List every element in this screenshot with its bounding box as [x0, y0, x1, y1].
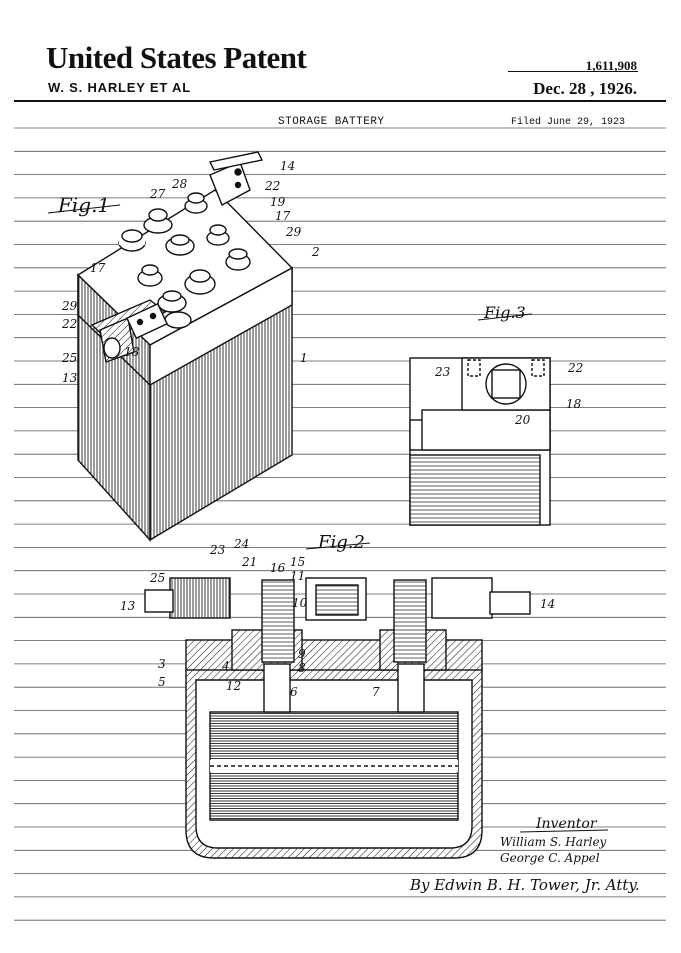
patent-title: United States Patent — [46, 40, 307, 75]
number-rule — [508, 71, 638, 72]
svg-text:29: 29 — [61, 299, 78, 313]
svg-text:5: 5 — [158, 675, 166, 689]
svg-text:18: 18 — [124, 345, 140, 359]
svg-text:Fig.2: Fig.2 — [317, 532, 365, 553]
svg-text:28: 28 — [171, 177, 188, 191]
svg-text:9: 9 — [298, 647, 306, 661]
svg-text:14: 14 — [280, 159, 295, 173]
svg-text:16: 16 — [270, 561, 286, 575]
svg-text:23: 23 — [434, 365, 451, 379]
svg-text:12: 12 — [226, 679, 241, 693]
figure-2 — [144, 577, 531, 859]
svg-text:22: 22 — [61, 317, 77, 331]
header-rule — [14, 100, 666, 102]
svg-text:Fig.3: Fig.3 — [483, 303, 526, 322]
subject-title: STORAGE BATTERY — [278, 116, 385, 128]
inventor-name-1: William S. Harley — [500, 835, 607, 849]
svg-text:10: 10 — [292, 596, 308, 610]
svg-text:29: 29 — [285, 225, 302, 239]
svg-text:25: 25 — [61, 351, 77, 365]
patent-date: Dec. 28 , 1926. — [533, 79, 637, 98]
svg-text:22: 22 — [567, 361, 583, 375]
svg-text:22: 22 — [264, 179, 280, 193]
figure-1-refs: 14 22 28 27 19 17 29 2 17 29 22 25 18 13… — [61, 159, 320, 385]
svg-text:4: 4 — [221, 659, 230, 673]
svg-text:2: 2 — [311, 245, 320, 259]
figure-1-label: Fig.1 — [47, 193, 121, 217]
svg-text:1: 1 — [300, 351, 308, 365]
inventor-names: W. S. HARLEY ET AL — [48, 80, 191, 95]
attorney-signature: By Edwin B. H. Tower, Jr. Atty. — [409, 876, 640, 894]
svg-text:17: 17 — [275, 209, 291, 223]
patent-number: 1,611,908 — [585, 58, 637, 73]
svg-text:11: 11 — [290, 569, 305, 583]
svg-text:24: 24 — [233, 537, 249, 551]
svg-text:21: 21 — [241, 555, 257, 569]
svg-text:8: 8 — [298, 661, 306, 675]
svg-text:13: 13 — [62, 371, 78, 385]
figure-3 — [409, 357, 551, 526]
svg-text:15: 15 — [290, 555, 305, 569]
svg-text:19: 19 — [270, 195, 286, 209]
svg-text:25: 25 — [149, 571, 165, 585]
svg-text:6: 6 — [290, 685, 298, 699]
svg-text:23: 23 — [209, 543, 226, 557]
figure-1 — [76, 151, 294, 542]
svg-text:7: 7 — [372, 685, 380, 699]
filed-date: Filed June 29, 1923 — [511, 117, 626, 128]
svg-text:13: 13 — [120, 599, 136, 613]
svg-text:20: 20 — [514, 413, 531, 427]
svg-text:17: 17 — [90, 261, 106, 275]
svg-text:18: 18 — [566, 397, 582, 411]
svg-text:Fig.1: Fig.1 — [57, 193, 110, 217]
figure-3-refs: 23 22 20 18 — [434, 361, 583, 427]
svg-text:14: 14 — [540, 597, 555, 611]
figure-2-label: Fig.2 — [305, 532, 371, 553]
figure-2-refs: 23 24 21 16 15 11 10 25 13 14 3 5 4 9 8 … — [120, 537, 555, 699]
svg-text:27: 27 — [149, 187, 166, 201]
figure-3-label: Fig.3 — [477, 303, 533, 322]
inventor-heading: Inventor — [535, 816, 598, 832]
svg-text:3: 3 — [158, 657, 166, 671]
inventor-name-2: George C. Appel — [500, 851, 600, 865]
signature-block: Inventor William S. Harley George C. App… — [409, 816, 640, 894]
